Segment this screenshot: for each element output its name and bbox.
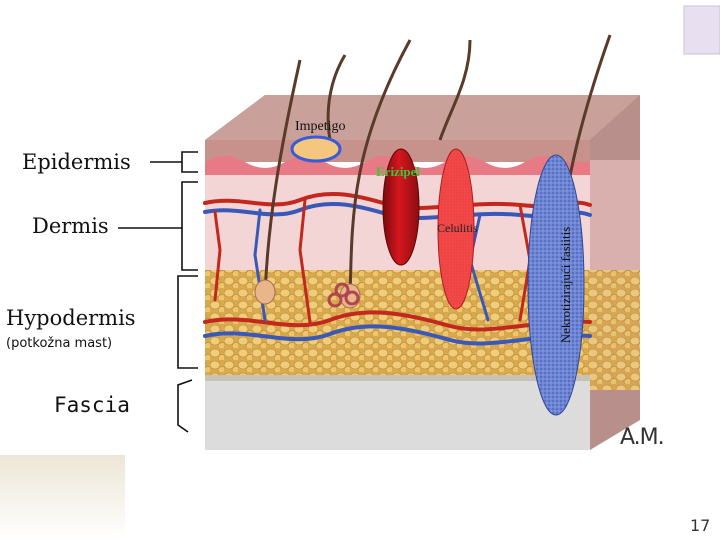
- image-credit: A.M.: [620, 425, 664, 450]
- fasciitis-label: Nekrotizirajući fasiitis: [558, 227, 574, 344]
- layer-brackets: [118, 152, 198, 432]
- celulitis-label: Celulitis: [437, 221, 478, 236]
- corner-decoration: [684, 6, 720, 54]
- epidermis-label: Epidermis: [22, 150, 131, 174]
- page-number: 17: [690, 516, 710, 535]
- impetigo-marker: [292, 137, 340, 161]
- erizipel-label: Erizipel: [376, 164, 420, 180]
- hypodermis-sublabel: (potkožna mast): [6, 336, 112, 351]
- dermis-label: Dermis: [32, 214, 109, 238]
- fascia-layer: [205, 375, 590, 450]
- hypodermis-label: Hypodermis: [6, 306, 136, 330]
- fascia-label: Fascia: [54, 393, 130, 417]
- fasciitis-marker: [528, 155, 584, 415]
- impetigo-label: Impetigo: [295, 119, 346, 135]
- corner-decoration: [0, 455, 125, 540]
